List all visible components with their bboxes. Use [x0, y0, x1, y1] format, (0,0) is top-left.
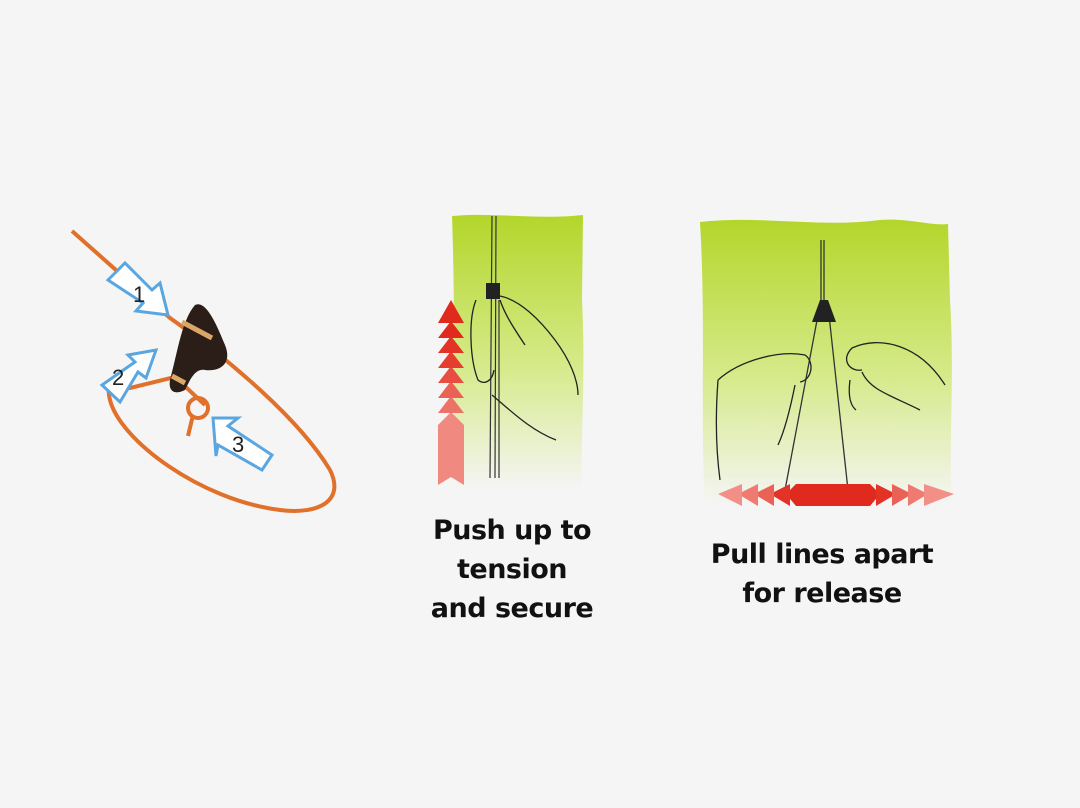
- pull-apart-arrow-icon: [718, 484, 954, 506]
- hand-drawing: [470, 295, 579, 441]
- step-arrow-2-icon: 2: [99, 348, 159, 405]
- caption-line: Push up to: [432, 515, 592, 546]
- step-label-3: 3: [232, 432, 244, 457]
- push-caption: Push up to tension and secure: [412, 511, 612, 628]
- cleat: [169, 304, 228, 393]
- push-up-arrow-icon: [438, 300, 464, 485]
- line-strands: [489, 215, 500, 479]
- caption-line: and secure: [430, 593, 594, 624]
- pull-caption: Pull lines apart for release: [682, 535, 962, 613]
- knot: [186, 396, 210, 420]
- step-label-2: 2: [112, 365, 124, 390]
- line-strands: [784, 240, 849, 491]
- caption-line: Pull lines apart: [710, 539, 934, 570]
- push-panel: [438, 214, 584, 490]
- cleat: [486, 283, 500, 299]
- pull-panel: [700, 219, 954, 506]
- knot-diagram: 1 2 3: [70, 229, 337, 513]
- step-label-1: 1: [133, 282, 145, 307]
- hand-drawing-left: [715, 353, 812, 481]
- caption-line: tension: [456, 554, 568, 585]
- caption-line: for release: [742, 578, 902, 609]
- cleat: [812, 300, 836, 322]
- step-arrow-1-icon: 1: [105, 260, 170, 317]
- hand-drawing-right: [846, 341, 946, 411]
- step-arrow-3-icon: 3: [211, 416, 275, 472]
